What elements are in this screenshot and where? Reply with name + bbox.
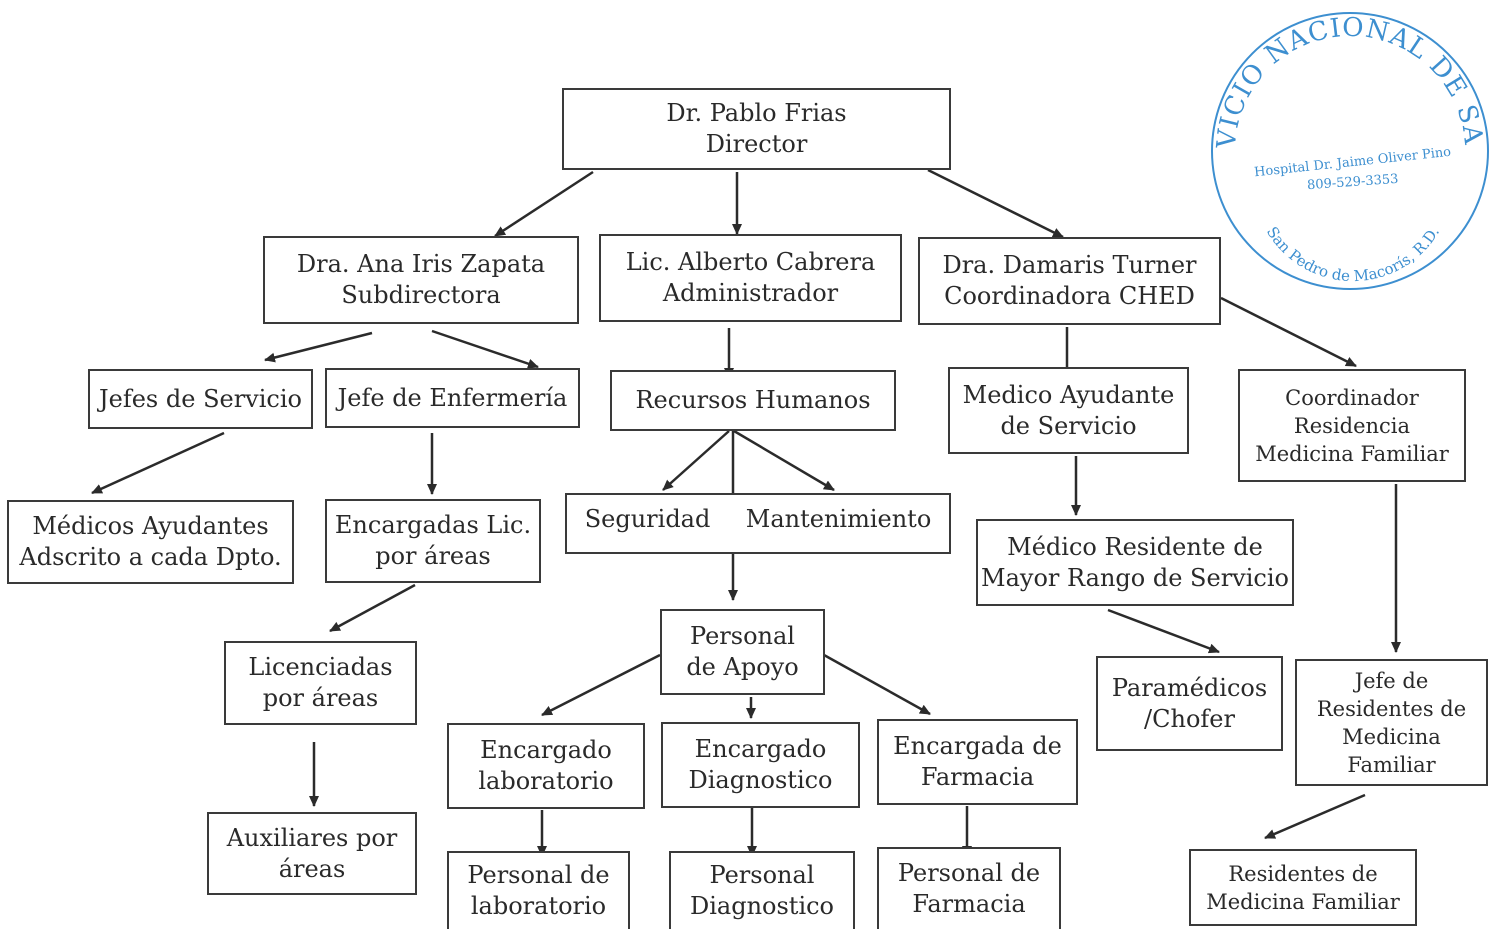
node-coordinador-residencia-label: Coordinador Residencia Medicina Familiar [1255, 385, 1449, 466]
edge-subdirectora-jefe-enfermeria [431, 329, 539, 369]
node-medico-residente-label: Médico Residente de Mayor Rango de Servi… [981, 532, 1289, 592]
edge-coordinadora-coordinador-residencia [1220, 296, 1357, 368]
node-personal-apoyo: Personal de Apoyo [660, 609, 825, 695]
node-medico-residente: Médico Residente de Mayor Rango de Servi… [976, 519, 1294, 606]
node-residentes-mf-label: Residentes de Medicina Familiar [1206, 861, 1400, 914]
node-personal-laboratorio: Personal de laboratorio [447, 851, 630, 929]
edge-residente-paramedicos [1107, 608, 1220, 654]
node-mantenimiento-label: Mantenimiento [745, 505, 932, 533]
node-seguridad-label: Seguridad [584, 505, 711, 533]
node-licenciadas-label: Licenciadas por áreas [248, 653, 393, 712]
node-encargadas-lic: Encargadas Lic. por áreas [325, 499, 541, 583]
edge-rrhh-seguridad [662, 430, 730, 491]
stamp-phone-text: 809-529-3353 [1307, 172, 1399, 193]
node-recursos-humanos-label: Recursos Humanos [635, 386, 871, 414]
node-subdirectora-label: Dra. Ana Iris Zapata Subdirectora [296, 250, 546, 309]
node-jefe-enfermeria-label: Jefe de Enfermería [337, 383, 568, 412]
node-director-label: Dr. Pablo Frias Director [666, 99, 847, 158]
node-medico-ayudante-label: Medico Ayudante de Servicio [962, 380, 1175, 440]
node-auxiliares-label: Auxiliares por áreas [226, 823, 398, 883]
node-medicos-ayudantes-label: Médicos Ayudantes Adscrito a cada Dpto. [19, 512, 282, 571]
node-jefes-servicio-label: Jefes de Servicio [99, 384, 302, 413]
node-personal-farmacia: Personal de Farmacia [877, 847, 1061, 929]
stamp-ring-top-text: SERVICIO NACIONAL DE SALUD [1205, 6, 1488, 151]
node-encargada-farmacia: Encargada de Farmacia [877, 719, 1078, 805]
node-subdirectora: Dra. Ana Iris Zapata Subdirectora [263, 236, 579, 324]
edge-apoyo-encargada-farmacia [823, 653, 931, 716]
node-personal-diagnostico: Personal Diagnostico [669, 851, 855, 929]
stamp-ring [1211, 12, 1489, 290]
node-encargado-diagnostico: Encargado Diagnostico [661, 722, 860, 808]
edge-director-subdirectora [494, 170, 594, 238]
node-encargadas-lic-label: Encargadas Lic. por áreas [334, 511, 532, 570]
node-personal-farmacia-label: Personal de Farmacia [897, 859, 1041, 918]
node-encargada-farmacia-label: Encargada de Farmacia [893, 732, 1062, 791]
node-coordinador-residencia: Coordinador Residencia Medicina Familiar [1238, 369, 1466, 482]
edge-apoyo-encargado-laboratorio [541, 653, 661, 717]
node-administrador: Lic. Alberto Cabrera Administrador [599, 234, 902, 322]
edge-rrhh-mantenimiento [733, 429, 835, 492]
node-auxiliares: Auxiliares por áreas [207, 812, 417, 895]
node-encargado-laboratorio: Encargado laboratorio [447, 723, 645, 809]
node-coordinadora-label: Dra. Damaris Turner Coordinadora CHED [942, 251, 1197, 310]
node-paramedicos-label: Paramédicos /Chofer [1111, 673, 1268, 733]
node-personal-apoyo-label: Personal de Apoyo [686, 622, 799, 681]
official-stamp: SERVICIO NACIONAL DE SALUD Hospital Dr. … [1205, 6, 1489, 290]
node-medico-ayudante: Medico Ayudante de Servicio [948, 367, 1189, 454]
node-administrador-label: Lic. Alberto Cabrera Administrador [625, 248, 876, 307]
node-seguridad-mantenimiento: Seguridad Mantenimiento [565, 493, 951, 554]
node-personal-laboratorio-label: Personal de laboratorio [467, 861, 610, 920]
edge-director-coordinadora [927, 168, 1064, 239]
node-director: Dr. Pablo Frias Director [562, 88, 951, 170]
node-jefe-residentes: Jefe de Residentes de Medicina Familiar [1295, 659, 1488, 786]
node-personal-diagnostico-label: Personal Diagnostico [689, 861, 835, 920]
node-residentes-mf: Residentes de Medicina Familiar [1189, 849, 1417, 926]
node-coordinadora: Dra. Damaris Turner Coordinadora CHED [918, 237, 1221, 325]
node-jefe-enfermeria: Jefe de Enfermería [325, 368, 580, 428]
node-paramedicos: Paramédicos /Chofer [1096, 656, 1283, 751]
node-medicos-ayudantes: Médicos Ayudantes Adscrito a cada Dpto. [7, 500, 294, 584]
node-jefe-residentes-label: Jefe de Residentes de Medicina Familiar [1316, 668, 1467, 777]
node-recursos-humanos: Recursos Humanos [610, 370, 896, 431]
edge-subdirectora-jefes-servicio [264, 331, 373, 363]
edge-jefes-servicio-medicos-ayudantes [91, 431, 225, 495]
edge-jefe-residentes-residentes-mf [1264, 793, 1366, 840]
node-encargado-laboratorio-label: Encargado laboratorio [478, 736, 614, 795]
node-jefes-servicio: Jefes de Servicio [88, 369, 313, 429]
edge-encargadas-licenciadas [329, 583, 416, 633]
node-licenciadas: Licenciadas por áreas [224, 641, 417, 725]
node-encargado-diagnostico-label: Encargado Diagnostico [688, 735, 833, 794]
